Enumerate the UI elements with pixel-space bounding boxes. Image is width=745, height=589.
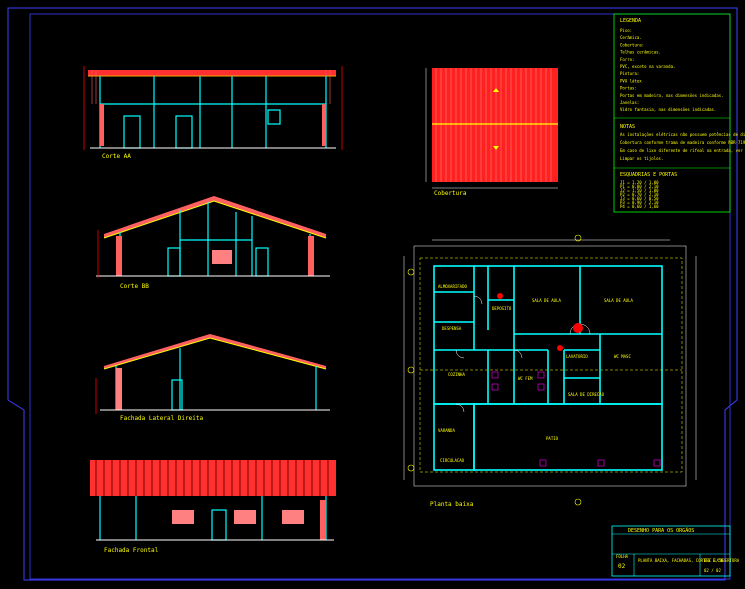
notes-item: Em caso de lixo diferente de rifeal na e… (620, 148, 745, 153)
floor-plan: ALMOXARIFADO DESPENSA DEPOSITO SALA DE A… (403, 234, 697, 508)
room-patio: PATIO (546, 436, 559, 441)
roof-plan-title: Cobertura (434, 190, 467, 197)
legend-item: Portas em madeira, nas dimensões indicad… (620, 93, 724, 98)
notes-item: Cobertura conforme trama de madeira conf… (620, 140, 745, 145)
legend-item: Telhas cerâmicas. (620, 50, 661, 55)
legend-item: PVC, exceto na varanda. (620, 64, 675, 69)
notes-list: As instalações elétricas não possuem pot… (620, 132, 745, 161)
side-elevation: Fachada Lateral Direita (95, 334, 330, 422)
notes-header: NOTAS (620, 124, 635, 130)
legend-item: Pintura: (620, 71, 639, 76)
room-sala-de-aula: SALA DE AULA (532, 298, 561, 303)
legend-item: Cerâmica. (620, 35, 642, 40)
room-deposito: DEPOSITO (492, 306, 512, 311)
room-sala-de-aula-2: SALA DE AULA (604, 298, 633, 303)
room-varanda: VARANDA (438, 428, 455, 433)
legend-item: Portas: (620, 86, 637, 91)
room-almoxarifado: ALMOXARIFADO (438, 284, 467, 289)
legend-header: LEGENDA (620, 18, 641, 24)
notes-item: Limpar os tijolos. (620, 156, 663, 161)
section-bb-title: Corte BB (120, 283, 149, 290)
esquadria-item: P4 = 0,60 / 1,60 (620, 204, 659, 209)
side-elevation-title: Fachada Lateral Direita (120, 415, 203, 422)
esquadria-item: J3 = 0,60 / 0,50 (620, 196, 659, 201)
title-block-sheet-count: 02 / 02 (704, 568, 721, 573)
title-block: DESENHO PARA OS ORGÃOS FOLHA 02 PLANTA B… (611, 525, 740, 577)
room-lavatorio: LAVATORIO (566, 354, 588, 359)
notes-item: As instalações elétricas não possuem pot… (620, 132, 745, 137)
title-block-sheet-number: 02 (618, 563, 626, 570)
room-circulacao: CIRCULACAO (440, 458, 465, 463)
legend-item: PVA látex (620, 78, 642, 83)
legend-panel: LEGENDA Piso: Cerâmica. Cobertura: Telhas c… (613, 13, 745, 213)
legend-item: Piso: (620, 28, 632, 33)
section-aa-title: Corte AA (102, 153, 131, 160)
esquadria-item: J2 = 1,50 / 1,00 (620, 188, 659, 193)
front-elevation: Fachada Frontal (90, 460, 336, 554)
room-wc-masc: WC MASC (614, 354, 631, 359)
room-wc-fem: WC FEM (518, 376, 533, 381)
esquadria-item: J1 = 1,20 / 1,00 (620, 180, 659, 185)
room-sala-de-direcao: SALA DE DIRECAO (568, 392, 605, 397)
floor-plan-title: Planta baixa (430, 501, 474, 508)
sheet-border (7, 7, 738, 581)
esquadria-item: P2 = 0,70 / 2,10 (620, 192, 659, 197)
legend-item: Janelas: (620, 100, 639, 105)
legend-item: Forro: (620, 57, 634, 62)
roof-plan: Cobertura (425, 68, 558, 197)
legend-item: Vidro fantasia, nas dimensões indicadas. (620, 107, 716, 112)
room-cozinha: COZINHA (448, 372, 465, 377)
section-aa: Corte AA (83, 66, 343, 160)
title-block-sheet-label: FOLHA (616, 554, 629, 559)
esquadrias-header: ESQUADRIAS E PORTAS (620, 172, 677, 178)
front-elevation-title: Fachada Frontal (104, 547, 159, 554)
title-block-title: DESENHO PARA OS ORGÃOS (628, 527, 694, 534)
title-block-scale: ESC 1/50 (704, 558, 724, 563)
esquadria-item: P3 = 0,90 / 2,10 (620, 200, 659, 205)
legend-item: Cobertura: (620, 42, 644, 47)
room-despensa: DESPENSA (442, 326, 462, 331)
esquadria-item: P1 = 0,80 / 2,10 (620, 184, 659, 189)
section-bb: Corte BB (96, 196, 330, 290)
legend-list: Piso: Cerâmica. Cobertura: Telhas cerâmicas… (620, 28, 724, 112)
title-block-description: PLANTA BAIXA, FACHADAS, CORTES E COBERTU… (638, 558, 740, 563)
